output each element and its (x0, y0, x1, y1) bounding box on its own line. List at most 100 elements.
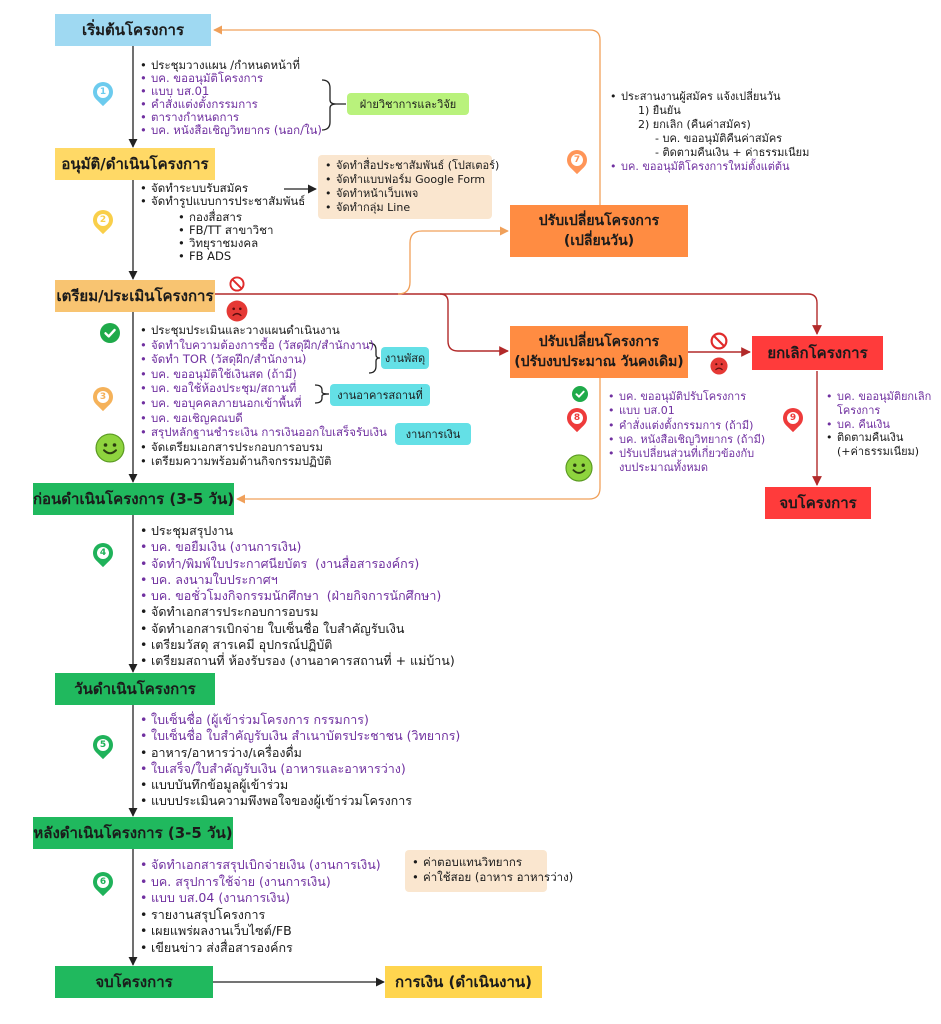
arrow-change-budget-to-before (236, 378, 601, 504)
list-item: บค. ขอบุคคลภายนอกเข้าพื้นที่ (140, 396, 387, 411)
list-item: จัดทำหน้าเว็บเพจ (325, 187, 499, 201)
step-prepare: เตรียม/ประเมินโครงการ (55, 280, 215, 312)
list-item: 2) ยกเลิก (คืนค่าสมัคร) (638, 118, 751, 131)
list-item: จัดทำเอกสารเบิกจ่าย ใบเซ็นชื่อ ใบสำคัญรั… (140, 621, 455, 638)
tag-academic: ฝ่ายวิชาการและวิจัย (347, 93, 469, 115)
step-marker-8: 8 (562, 403, 592, 433)
list-item: สรุปหลักฐานชำระเงิน การเงินออกใบเสร็จรับ… (140, 425, 387, 440)
step-marker-9: 9 (778, 403, 808, 433)
tag-supplies: งานพัสดุ (381, 347, 429, 369)
step-start: เริ่มต้นโครงการ (55, 14, 211, 46)
step-after: หลังดำเนินโครงการ (3-5 วัน) (33, 817, 233, 849)
list-item: ใบเสร็จ/ใบสำคัญรับเงิน (อาหารและอาหารว่า… (140, 761, 460, 778)
list-item: จัดทำ/พิมพ์ใบประกาศนียบัตร (งานสื่อสารอง… (140, 556, 455, 573)
checklist-event-day: ใบเซ็นชื่อ (ผู้เข้าร่วมโครงการ กรรมการ) … (140, 712, 460, 810)
list-item: บค. หนังสือเชิญวิทยากร (ถ้ามี) (608, 433, 765, 448)
list-item: บค. ขอใช้ห้องประชุม/สถานที่ (140, 381, 387, 396)
list-item: ค่าตอบแทนวิทยากร (412, 855, 573, 870)
list-item: คำสั่งแต่งตั้งกรรมการ (ถ้ามี) (608, 419, 765, 434)
step-before: ก่อนดำเนินโครงการ (3-5 วัน) (33, 483, 234, 515)
list-item: FB/TT สาขาวิชา (178, 224, 273, 238)
checklist-before: ประชุมสรุปงาน บค. ขอยืมเงิน (งานการเงิน)… (140, 523, 455, 670)
step-number: 3 (97, 391, 109, 403)
no-entry-icon (229, 276, 245, 292)
checklist-approve: จัดทำระบบรับสมัคร จัดทำรูปแบบการประชาสัม… (140, 182, 305, 209)
list-item: งบประมาณทั้งหมด (619, 461, 709, 475)
list-item: บค. หนังสือเชิญวิทยากร (นอก/ใน) (140, 123, 322, 137)
step-approve: อนุมัติ/ดำเนินโครงการ (55, 148, 215, 180)
list-item: ประชุมวางแผน /กำหนดหน้าที่ (140, 59, 322, 72)
checklist-cost-items: ค่าตอบแทนวิทยากร ค่าใช้สอย (อาหาร อาหารว… (412, 855, 573, 885)
list-item: บค. ขออนุมัติใช้เงินสด (ถ้ามี) (140, 367, 387, 382)
list-item: บค. ขออนุมัติยกเลิก (826, 390, 931, 404)
tag-finance: งานการเงิน (395, 423, 471, 445)
branch-cancel: ยกเลิกโครงการ (752, 336, 883, 370)
branch-change-date-subtitle: (เปลี่ยนวัน) (563, 233, 635, 249)
step-marker-7: 7 (562, 145, 592, 175)
sad-face-icon (710, 357, 728, 375)
branch-change-date-title: ปรับเปลี่ยนโครงการ (538, 213, 660, 229)
list-item: บค. ขอชั่วโมงกิจกรรมนักศึกษา (ฝ่ายกิจการ… (140, 588, 455, 605)
list-item: จัดทำระบบรับสมัคร (140, 182, 305, 196)
checklist-change-date: ประสานงานผู้สมัคร แจ้งเปลี่ยนวัน 1) ยืนย… (610, 90, 809, 174)
list-item: จัดทำสื่อประชาสัมพันธ์ (โปสเตอร์) (325, 159, 499, 173)
list-item: บค. ลงนามใบประกาศฯ (140, 572, 455, 589)
sad-face-icon (226, 300, 248, 322)
list-item: บค. ขอยืมเงิน (งานการเงิน) (140, 539, 455, 556)
list-item: ประชุมสรุปงาน (140, 523, 455, 540)
no-entry-icon (710, 332, 728, 350)
list-item: ประสานงานผู้สมัคร แจ้งเปลี่ยนวัน (610, 90, 809, 104)
list-item: บค. คืนเงิน (826, 418, 931, 432)
step-number: 4 (97, 547, 109, 559)
list-item: จัดทำ TOR (วัสดุฝึก/สำนักงาน) (140, 352, 387, 367)
step-finance: การเงิน (ดำเนินงาน) (385, 966, 542, 998)
list-item: 1) ยืนยัน (638, 104, 681, 117)
list-item: - บค. ขออนุมัติคืนค่าสมัคร (655, 132, 783, 145)
step-number: 2 (97, 214, 109, 226)
list-item: ค่าใช้สอย (อาหาร อาหารว่าง) (412, 870, 573, 885)
list-item: บค. สรุปการใช้จ่าย (งานการเงิน) (140, 874, 381, 891)
checklist-after: จัดทำเอกสารสรุปเบิกจ่ายเงิน (งานการเงิน)… (140, 857, 381, 956)
list-item: ตารางกำหนดการ (140, 110, 322, 124)
branch-change-budget-title: ปรับเปลี่ยนโครงการ (538, 334, 660, 350)
list-item: จัดทำกลุ่ม Line (325, 201, 499, 215)
arrow-prepare-to-change-budget (439, 293, 509, 356)
branch-cancel-end: จบโครงการ (765, 487, 871, 519)
step-number: 7 (571, 154, 583, 166)
list-item: โครงการ (837, 403, 881, 417)
step-number: 5 (97, 739, 109, 751)
checklist-cancel: บค. ขออนุมัติยกเลิก โครงการ บค. คืนเงิน … (826, 390, 931, 459)
step-marker-4: 4 (88, 538, 118, 568)
list-item: อาหาร/อาหารว่าง/เครื่องดื่ม (140, 745, 460, 762)
list-item: แบบ บส.01 (608, 404, 765, 419)
list-item: เขียนข่าว ส่งสื่อสารองค์กร (140, 940, 381, 957)
step-marker-6: 6 (88, 867, 118, 897)
list-item: เตรียมสถานที่ ห้องรับรอง (งานอาคารสถานที… (140, 653, 455, 670)
step-marker-2: 2 (88, 205, 118, 235)
list-item: แบบ บส.01 (140, 84, 322, 98)
arrow-prepare-to-change-date (397, 226, 509, 295)
list-item: จัดทำแบบฟอร์ม Google Form (325, 173, 499, 187)
step-end: จบโครงการ (55, 966, 213, 998)
smiley-face-icon (565, 454, 593, 482)
check-circle-icon (572, 386, 588, 402)
step-marker-3: 3 (88, 382, 118, 412)
list-item: เตรียมความพร้อมด้านกิจกรรมปฏิบัติ (140, 454, 387, 469)
smiley-face-icon (95, 433, 125, 463)
arrow-prepare-to-cancel (215, 293, 822, 335)
list-item: วิทยุราชมงคล (178, 237, 273, 251)
step-number: 9 (787, 412, 799, 424)
list-item: ประชุมประเมินและวางแผนดำเนินงาน (140, 323, 387, 338)
checklist-start: ประชุมวางแผน /กำหนดหน้าที่ บค. ขออนุมัติ… (140, 59, 322, 137)
list-item: บค. ขออนุมัติโครงการใหม่ตั้งแต่ต้น (610, 160, 809, 174)
list-item: แบบ บส.04 (งานการเงิน) (140, 890, 381, 907)
list-item: แบบประเมินความพึงพอใจของผู้เข้าร่วมโครงก… (140, 793, 460, 810)
step-number: 8 (571, 412, 583, 424)
check-circle-icon (100, 323, 120, 343)
list-item: บค. ขออนุมัติปรับโครงการ (608, 390, 765, 405)
list-item: จัดเตรียมเอกสารประกอบการอบรม (140, 440, 387, 455)
arrow-change-date-to-start (213, 25, 601, 205)
list-item: จัดทำใบความต้องการซื้อ (วัสดุฝึก/สำนักงา… (140, 338, 387, 353)
list-item: จัดทำเอกสารประกอบการอบรม (140, 604, 455, 621)
list-item: รายงานสรุปโครงการ (140, 907, 381, 924)
